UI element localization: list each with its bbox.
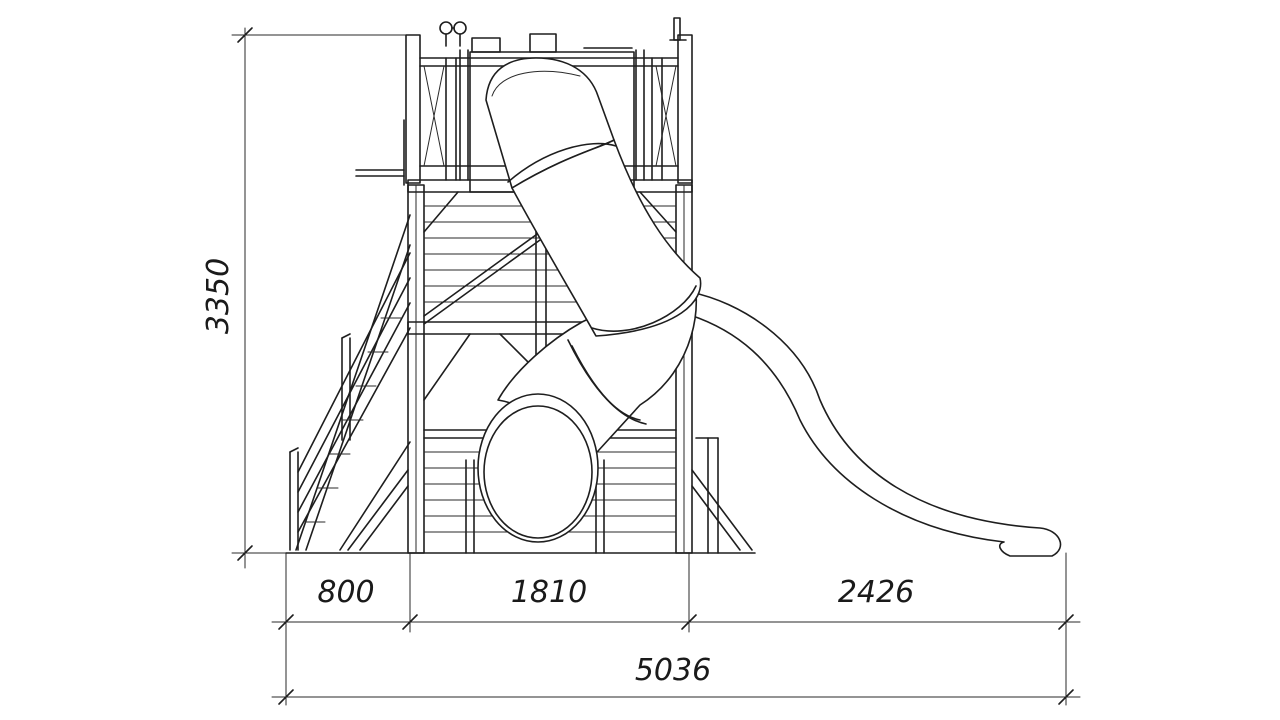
dimension-tower-width: 1810: [511, 575, 587, 610]
dimension-total-length: 5036: [635, 653, 711, 688]
upper-cabin: [405, 17, 693, 193]
staircase: [289, 214, 411, 551]
dimension-height: 3350: [201, 258, 236, 334]
tube-slide: [477, 57, 702, 543]
dimension-stair-width: 800: [317, 575, 374, 610]
straight-slide: [689, 291, 1062, 557]
dimension-lines: [231, 27, 1081, 706]
dimension-slide-length: 2426: [838, 575, 914, 610]
